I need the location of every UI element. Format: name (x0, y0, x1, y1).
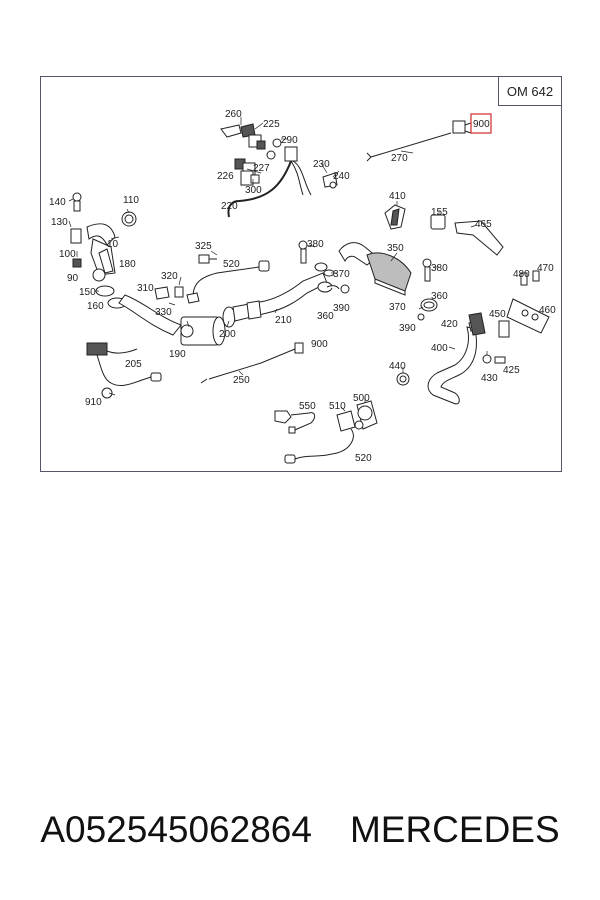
exhaust-sensor-group-bottom (274, 397, 378, 464)
label-155: 155 (431, 207, 448, 218)
label-450: 450 (489, 309, 506, 320)
rear-muffler-350 (338, 242, 412, 296)
label-425: 425 (503, 365, 520, 376)
label-370-right: 370 (389, 302, 406, 313)
label-160: 160 (87, 301, 104, 312)
label-330: 330 (155, 307, 172, 318)
label-350: 350 (387, 243, 404, 254)
label-220: 220 (221, 201, 238, 212)
label-260: 260 (225, 109, 242, 120)
label-310: 310 (137, 283, 154, 294)
label-225: 225 (263, 119, 280, 130)
part-labels: 260 225 290 900 270 226 227 230 240 300 … (49, 109, 556, 464)
label-320: 320 (161, 271, 178, 282)
label-370-center: 370 (333, 269, 350, 280)
label-440: 440 (389, 361, 406, 372)
label-190: 190 (169, 349, 186, 360)
label-210: 210 (275, 315, 292, 326)
engine-code-badge: OM 642 (498, 77, 561, 106)
label-470: 470 (537, 263, 554, 274)
label-300: 300 (245, 185, 262, 196)
label-180: 180 (119, 259, 136, 270)
pressure-sensor-group (220, 117, 340, 218)
intermediate-pipe-210 (222, 272, 340, 328)
label-430: 430 (481, 373, 498, 384)
label-390-center: 390 (333, 303, 350, 314)
bracket-465 (430, 211, 504, 256)
label-110: 110 (123, 195, 139, 206)
highlight-box-900 (470, 113, 492, 134)
label-390-right: 390 (399, 323, 416, 334)
label-140: 140 (49, 197, 66, 208)
front-pipe-190 (118, 276, 226, 346)
sensor-205 (86, 342, 162, 399)
label-10: 10 (107, 239, 119, 250)
label-130: 130 (51, 217, 68, 228)
label-250: 250 (233, 375, 250, 386)
label-230: 230 (313, 159, 330, 170)
label-460: 460 (539, 305, 556, 316)
label-200: 200 (219, 329, 236, 340)
sensor-line-520 (186, 250, 270, 304)
clamp-group-right (417, 258, 439, 321)
sensor-line-900 (200, 342, 304, 384)
label-520-upper: 520 (223, 259, 240, 270)
label-90: 90 (67, 273, 79, 284)
sensor-line-270 (366, 120, 472, 162)
egr-pipe-group (68, 192, 137, 309)
label-550: 550 (299, 401, 316, 412)
clamp-group-center (298, 240, 350, 294)
heat-shield-410 (384, 201, 406, 230)
label-325: 325 (195, 241, 212, 252)
label-900-lower: 900 (311, 339, 328, 350)
exhaust-parts-diagram: 260 225 290 900 270 226 227 230 240 300 … (40, 76, 562, 472)
label-510: 510 (329, 401, 346, 412)
label-227: 227 (253, 163, 270, 174)
label-400: 400 (431, 343, 448, 354)
hanger-group-450 (468, 270, 550, 364)
label-226: 226 (217, 171, 234, 182)
diagram-drawing: 260 225 290 900 270 226 227 230 240 300 … (49, 109, 556, 464)
label-100: 100 (59, 249, 76, 260)
label-380-center: 380 (307, 239, 324, 250)
label-910: 910 (85, 397, 102, 408)
label-270: 270 (391, 153, 408, 164)
label-520-lower: 520 (355, 453, 372, 464)
label-500: 500 (353, 393, 370, 404)
label-150: 150 (79, 287, 96, 298)
label-465: 465 (475, 219, 492, 230)
label-420: 420 (441, 319, 458, 330)
label-360-right: 360 (431, 291, 448, 302)
label-900-highlighted: 900 (473, 119, 490, 130)
label-380-right: 380 (431, 263, 448, 274)
part-number: A052545062864 (40, 809, 312, 850)
label-480: 480 (513, 269, 530, 280)
label-205: 205 (125, 359, 142, 370)
label-360-center: 360 (317, 311, 334, 322)
label-240: 240 (333, 171, 350, 182)
label-290: 290 (281, 135, 298, 146)
label-410: 410 (389, 191, 406, 202)
brand-name: MERCEDES (349, 809, 560, 850)
footer-caption: A052545062864 MERCEDES (0, 800, 600, 860)
